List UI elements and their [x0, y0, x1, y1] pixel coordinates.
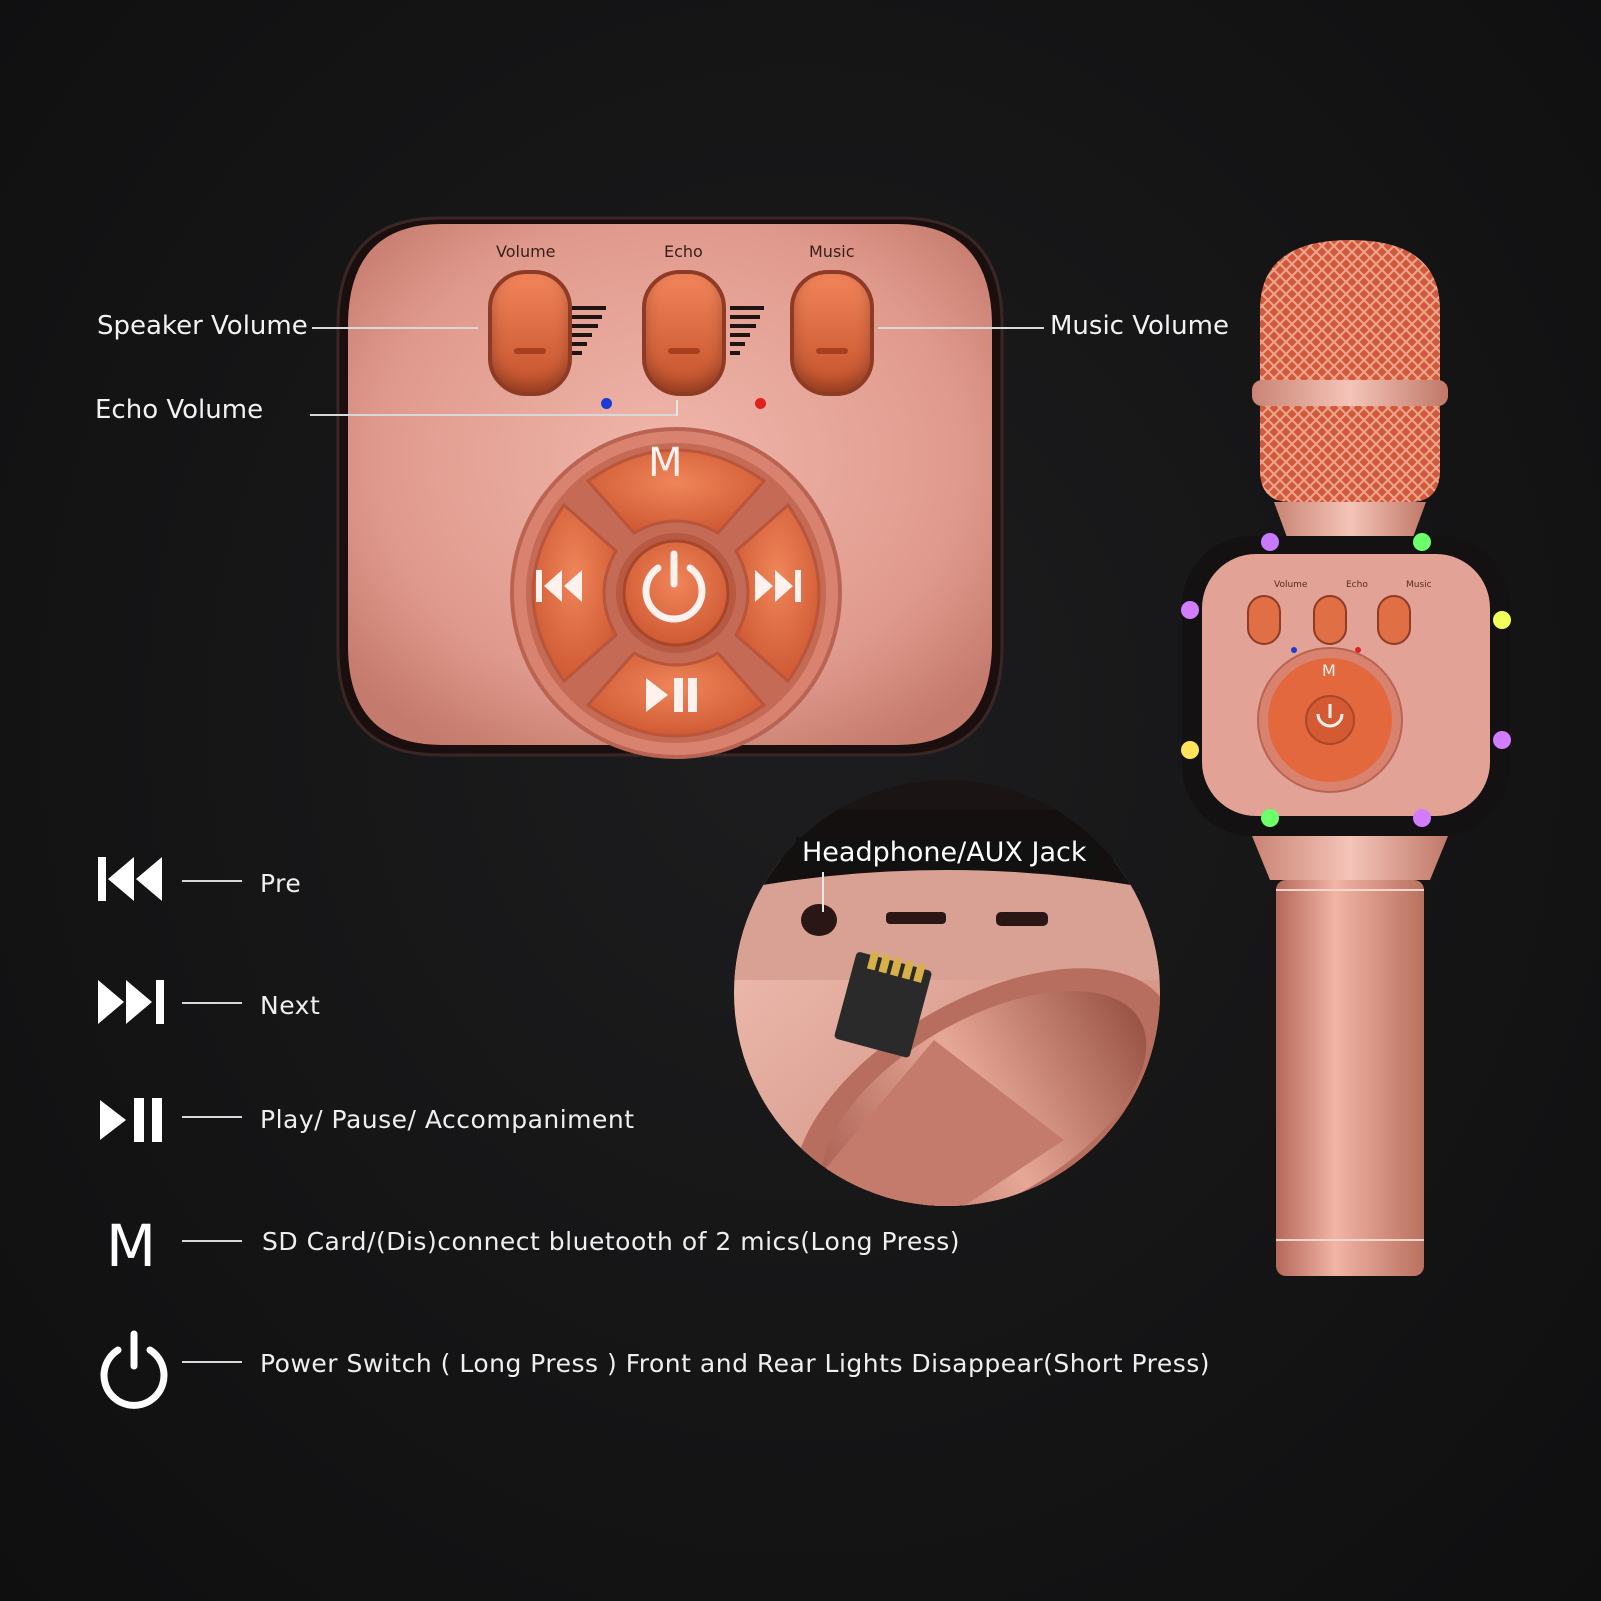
speaker-volume-label: Speaker Volume [97, 311, 308, 341]
play-pause-icon [100, 1098, 162, 1142]
legend-text-play-pause: Play/ Pause/ Accompaniment [260, 1105, 635, 1134]
echo-level-icon [730, 306, 764, 355]
power-button-icon[interactable] [636, 546, 712, 623]
echo-slider-label: Echo [664, 242, 703, 261]
legend-text-next: Next [260, 991, 321, 1020]
headphone-jack-leader [822, 872, 824, 912]
volume-level-icon [572, 306, 606, 355]
m-icon: M [106, 1212, 157, 1280]
next-icon [98, 980, 164, 1024]
svg-text:M: M [1322, 661, 1336, 680]
music-volume-leader [878, 327, 1044, 329]
legend-dash [182, 1240, 242, 1242]
legend-text-power: Power Switch ( Long Press ) Front and Re… [260, 1349, 1211, 1378]
previous-button-icon[interactable] [536, 570, 596, 606]
next-button-icon[interactable] [755, 570, 815, 606]
m-button[interactable]: M [648, 440, 683, 486]
legend-text-pre: Pre [260, 869, 302, 898]
m-button-pad [585, 448, 767, 535]
microphone-image: M [1181, 240, 1511, 1280]
previous-icon [98, 857, 162, 901]
echo-volume-leader-vertical [676, 400, 678, 416]
echo-volume-label: Echo Volume [95, 395, 264, 425]
power-icon [100, 1330, 168, 1409]
echo-volume-leader [310, 414, 678, 416]
echo-slider[interactable] [642, 270, 726, 396]
blue-indicator-led [601, 398, 612, 409]
mini-music-label: Music [1406, 580, 1432, 590]
music-slider-label: Music [809, 242, 855, 261]
legend-text-m: SD Card/(Dis)connect bluetooth of 2 mics… [262, 1227, 961, 1256]
control-dpad [508, 425, 844, 761]
red-indicator-led [755, 398, 766, 409]
headphone-jack-label: Headphone/AUX Jack [796, 837, 1093, 868]
legend-dash [182, 1002, 242, 1004]
volume-slider-label: Volume [496, 242, 556, 261]
legend-dash [182, 1116, 242, 1118]
legend-dash [182, 880, 242, 882]
music-slider[interactable] [790, 270, 874, 396]
volume-slider[interactable] [488, 270, 572, 396]
mini-volume-label: Volume [1274, 580, 1308, 590]
legend-dash [182, 1361, 242, 1363]
play-pause-button-icon[interactable] [646, 676, 706, 716]
mini-echo-label: Echo [1346, 580, 1368, 590]
speaker-volume-leader [312, 327, 478, 329]
music-volume-label: Music Volume [1050, 311, 1229, 341]
